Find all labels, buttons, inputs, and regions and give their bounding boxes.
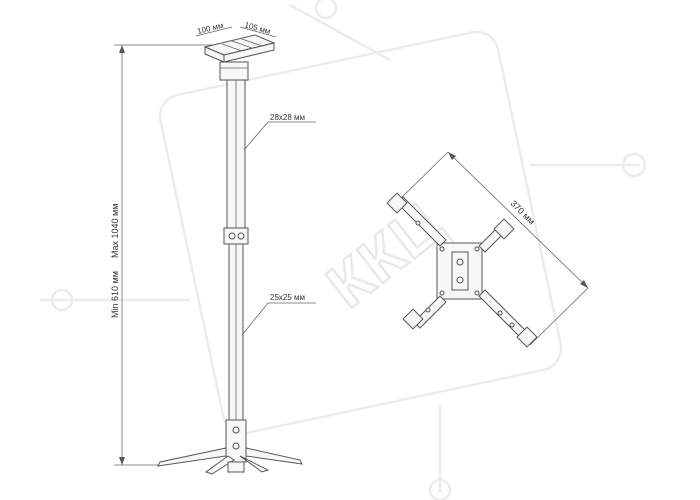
bracket-dimension-line [447,151,589,289]
mount-arm [204,455,235,475]
arm-end [386,192,408,214]
mount-arm [157,447,227,467]
clamp-screw [237,232,245,240]
arm-hole [425,307,431,313]
height-min-label: Min 610 мм [110,271,120,318]
plate-slot [231,40,253,49]
hub-screw [232,426,240,434]
tube-clamp [223,227,249,245]
watermark-circle [428,478,452,500]
upper-tube: 28x28 мм [226,79,316,231]
lower-tube-leader [241,302,269,336]
bracket-arm [396,196,447,247]
extension-line [529,287,589,346]
arm-end [516,326,538,348]
watermark-circle [50,288,74,312]
arrow-icon [119,457,125,465]
plate-hole [474,246,480,252]
plate-hole [439,290,445,296]
arrow-icon [448,152,456,160]
ceiling-plate-front [223,42,275,63]
bracket-arm [478,289,529,340]
arrow-icon [119,45,125,53]
center-screw [456,276,464,284]
watermark-circle [621,152,647,178]
arm-hole [497,310,503,316]
bracket-center-slot [451,251,469,291]
plate-width-label: 100 мм [196,21,224,36]
arm-end [402,308,424,330]
arrow-icon [580,280,588,288]
height-max-label: Max 1040 мм [110,204,120,258]
plate-hole [439,246,445,252]
ceiling-plate: 100 мм 105 мм [195,20,277,81]
bottom-mount [157,419,303,475]
arm-end [493,218,515,240]
lower-tube: 25x25 мм [228,243,316,421]
watermark-frame [158,30,563,435]
upper-tube-label: 28x28 мм [270,113,305,122]
clamp-screw [228,232,236,240]
ceiling-collar [219,61,249,81]
mount-arm [239,455,270,473]
arm-hole [415,220,421,226]
mount-bottom-plate [227,461,245,473]
watermark: ККЦ [40,0,647,500]
watermark-line [289,3,391,62]
mount-arm [245,447,303,465]
height-dimension: Min 610 мм Max 1040 мм [110,44,225,466]
plate-slot [221,43,243,52]
arm-hole [509,322,515,328]
center-screw [456,258,464,266]
extension-line [393,151,449,206]
plate-depth-label: 105 мм [243,20,271,36]
mount-hub [225,419,247,463]
lower-tube-label: 25x25 мм [270,293,305,302]
plate-width-dim [195,26,233,37]
watermark-circle [314,0,338,20]
upper-tube-leader [243,121,269,151]
plate-hole [474,290,480,296]
plate-depth-dim [239,26,277,38]
plate-slot [241,38,263,47]
hub-screw [232,442,240,450]
